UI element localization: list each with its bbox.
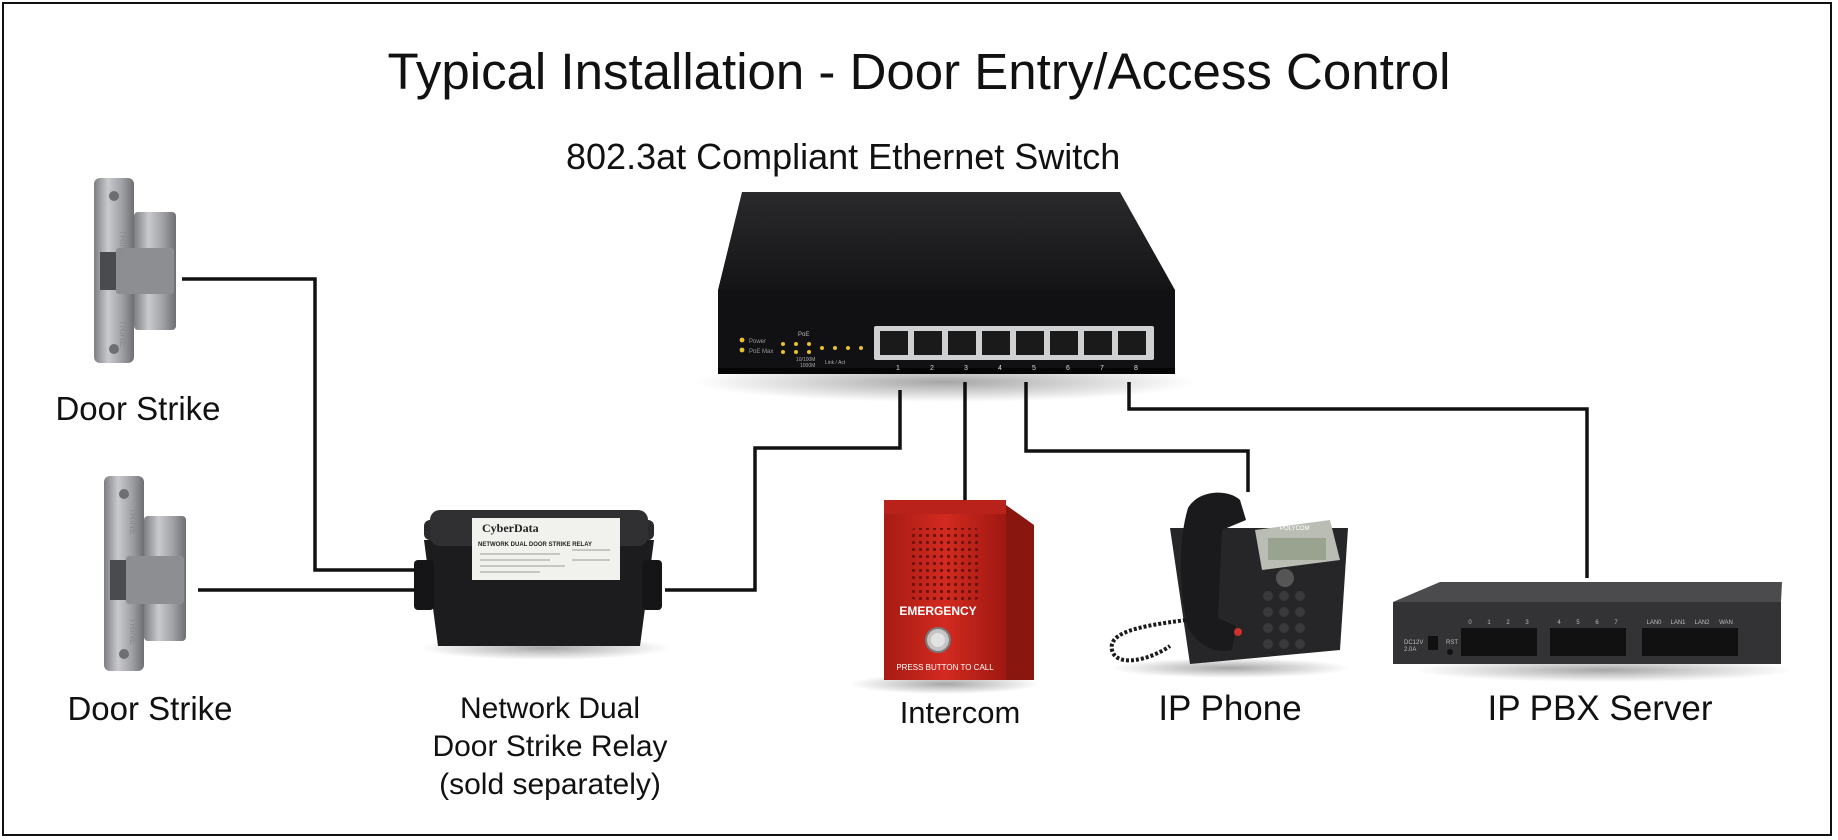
door-strike-bottom-label: Door Strike	[67, 690, 233, 727]
switch-port-numbers: 1 2 3 4 5 6 7 8	[896, 365, 1138, 372]
phone-cord	[1109, 618, 1187, 663]
switch-port-number: 2	[930, 365, 934, 372]
switch-status-leds	[781, 342, 863, 354]
pbx-port-label: 6	[1595, 620, 1599, 626]
phone-keypad	[1263, 591, 1305, 649]
relay-sticker-title: NETWORK DUAL DOOR STRIKE RELAY	[478, 542, 592, 548]
diagram-title: Typical Installation - Door Entry/Access…	[387, 43, 1451, 100]
strike-engraving: TRINE	[128, 508, 138, 535]
switch-poe-max-text: PoE Max	[749, 349, 773, 355]
pbx-port-group-a	[1461, 628, 1537, 656]
pbx-port-label: 0	[1468, 620, 1472, 626]
switch-speed-text-1: 10/100M	[796, 357, 815, 363]
intercom-label: Intercom	[899, 695, 1021, 730]
intercom-panel-text: EMERGENCY	[899, 604, 976, 618]
wire-strike-top-to-relay	[182, 277, 420, 572]
switch-top-surface	[718, 192, 1175, 290]
switch-power-led	[739, 337, 745, 343]
pbx-port-label: LAN0	[1646, 620, 1662, 626]
phone-handset	[1181, 492, 1246, 651]
relay-label-line3: (sold separately)	[439, 768, 661, 801]
ip-phone-label: IP Phone	[1158, 689, 1302, 728]
pbx-port-label: 3	[1525, 620, 1529, 626]
strike-engraving: TRINE	[118, 230, 128, 257]
ip-pbx-server: DC12V 2.0A RST 0 1 2 3 4 5 6 7 LAN0 LAN1…	[1393, 582, 1794, 682]
pbx-reset-text: RST	[1446, 640, 1458, 646]
relay-brand-text: CyberData	[482, 521, 539, 535]
switch-poe-group-text: PoE	[798, 332, 809, 338]
ip-phone: POLYCOM	[1109, 492, 1350, 678]
switch-label: 802.3at Compliant Ethernet Switch	[566, 136, 1121, 177]
switch-ports	[880, 331, 1146, 355]
pbx-port-label: WAN	[1719, 620, 1733, 626]
phone-brand-text: POLYCOM	[1280, 526, 1310, 532]
relay-sticker	[472, 518, 620, 580]
pbx-port-label: 7	[1614, 620, 1618, 626]
intercom-unit: EMERGENCY PRESS BUTTON TO CALL	[850, 500, 1040, 694]
intercom-button-text: PRESS BUTTON TO CALL	[896, 663, 994, 672]
phone-message-led	[1234, 628, 1242, 636]
phone-nav-button	[1276, 569, 1294, 587]
strike-engraving: TRINE	[118, 320, 128, 347]
pbx-port-label: LAN1	[1670, 620, 1686, 626]
switch-port-number: 6	[1066, 365, 1070, 372]
wire-phone-to-switch-port5	[1024, 382, 1250, 492]
pbx-power-text-2: 2.0A	[1404, 647, 1416, 653]
pbx-port-label: LAN2	[1694, 620, 1710, 626]
switch-port-number: 3	[964, 365, 968, 372]
switch-port-number: 4	[998, 365, 1002, 372]
switch-poe-max-led	[739, 347, 745, 353]
pbx-port-label: 2	[1506, 620, 1510, 626]
pbx-port-label: 5	[1576, 620, 1580, 626]
ip-pbx-label: IP PBX Server	[1487, 689, 1713, 728]
pbx-port-label: 4	[1557, 620, 1561, 626]
ethernet-switch: Power PoE Max PoE 10/100M 1000M Link / A…	[695, 192, 1195, 402]
switch-port-number: 7	[1100, 365, 1104, 372]
door-strike-relay: CyberData NETWORK DUAL DOOR STRIKE RELAY	[414, 510, 670, 660]
pbx-power-text-1: DC12V	[1404, 640, 1423, 646]
switch-speed-text-2: 1000M	[800, 363, 815, 369]
pbx-port-group-c	[1642, 628, 1738, 656]
relay-label: Network Dual Door Strike Relay (sold sep…	[410, 690, 690, 804]
strike-engraving: TRINE	[128, 618, 138, 645]
relay-label-line1: Network Dual	[459, 692, 641, 725]
door-strike-bottom: TRINE TRINE	[104, 476, 186, 671]
switch-port-number: 1	[896, 365, 900, 372]
pbx-port-label: 1	[1487, 620, 1491, 626]
door-strike-top-label: Door Strike	[55, 390, 221, 427]
door-strike-top: TRINE TRINE	[94, 178, 176, 363]
switch-port-number: 8	[1134, 365, 1138, 372]
switch-port-number: 5	[1032, 365, 1036, 372]
switch-link-act-text: Link / Act	[825, 360, 846, 366]
wire-relay-to-switch-port2	[665, 390, 902, 592]
pbx-port-group-b	[1550, 628, 1626, 656]
relay-label-line2: Door Strike Relay	[432, 730, 668, 763]
switch-power-text: Power	[749, 339, 766, 345]
